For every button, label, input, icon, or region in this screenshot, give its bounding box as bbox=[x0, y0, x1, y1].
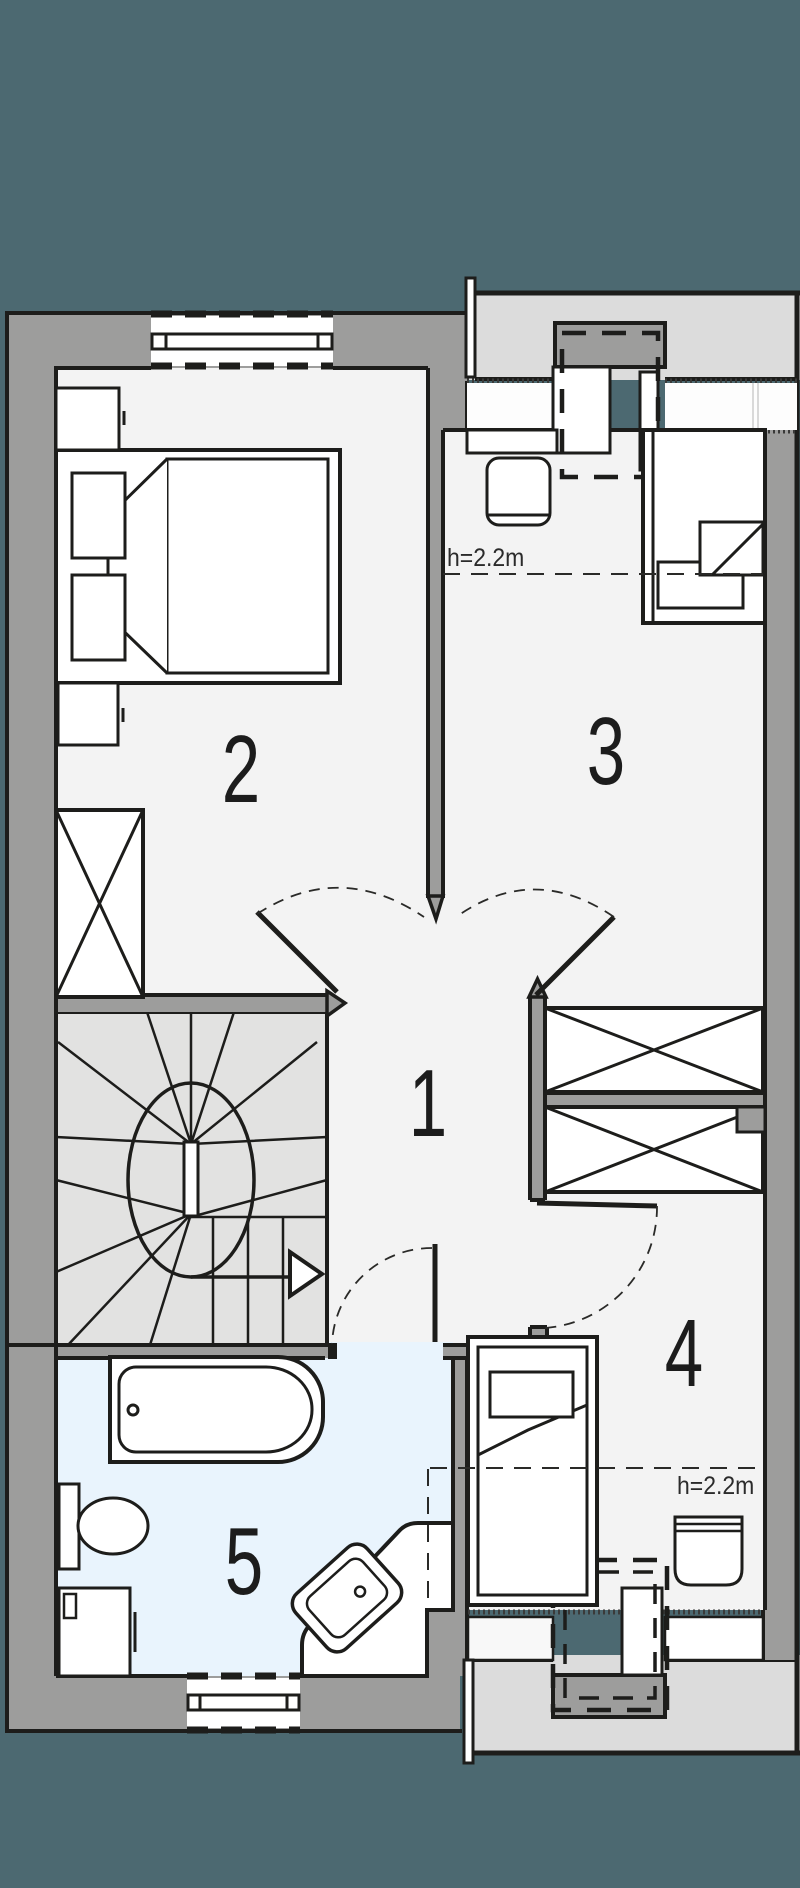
staircase-symbol bbox=[54, 1010, 329, 1347]
room-label-3: 3 bbox=[587, 697, 625, 805]
double-door-hall bbox=[255, 886, 616, 997]
door-room4 bbox=[536, 1200, 658, 1329]
bathtub-symbol bbox=[108, 1355, 325, 1464]
stair-direction-arrow-icon bbox=[288, 1248, 326, 1300]
height-annotation-room3: h=2.2m bbox=[447, 544, 524, 572]
window-bottom bbox=[186, 1672, 301, 1734]
wall-stub-top bbox=[464, 276, 477, 379]
pillow bbox=[70, 471, 127, 560]
room-labels: 1 2 3 4 5 bbox=[222, 697, 703, 1615]
blanket-fold bbox=[698, 520, 765, 577]
nightstand-symbols-room2 bbox=[54, 386, 126, 747]
pillow bbox=[488, 1370, 575, 1419]
room-label-4: 4 bbox=[665, 1299, 703, 1407]
pillow bbox=[70, 573, 127, 662]
window-top bbox=[150, 310, 334, 370]
single-bed-symbol-room4 bbox=[466, 1335, 599, 1607]
stool-symbol-room4 bbox=[673, 1515, 744, 1587]
double-bed-symbol bbox=[54, 448, 342, 685]
cabinet-symbol-bathroom bbox=[57, 1586, 137, 1678]
toilet-symbol bbox=[57, 1482, 150, 1571]
room-label-2: 2 bbox=[222, 715, 260, 823]
window-hatch bbox=[467, 378, 797, 1615]
nightstand-symbol-room3 bbox=[485, 456, 552, 527]
height-annotation-room4: h=2.2m bbox=[677, 1472, 754, 1500]
wardrobe-symbol-room3 bbox=[543, 1006, 765, 1094]
height-lines bbox=[427, 573, 763, 1607]
height-labels: h=2.2m h=2.2m bbox=[447, 544, 754, 1500]
room-label-1: 1 bbox=[409, 1049, 447, 1157]
single-bed-symbol-room3 bbox=[641, 428, 767, 625]
room-label-5: 5 bbox=[225, 1507, 263, 1615]
corner-sink-symbol bbox=[290, 1521, 455, 1678]
wardrobe-symbol-room4 bbox=[543, 1105, 767, 1194]
stair-newel bbox=[182, 1140, 200, 1218]
wardrobe-symbol-room2 bbox=[54, 808, 145, 999]
door-bathroom bbox=[331, 1244, 438, 1345]
wall-stub-bottom bbox=[462, 1658, 475, 1765]
chimney-bottom bbox=[550, 1557, 670, 1719]
